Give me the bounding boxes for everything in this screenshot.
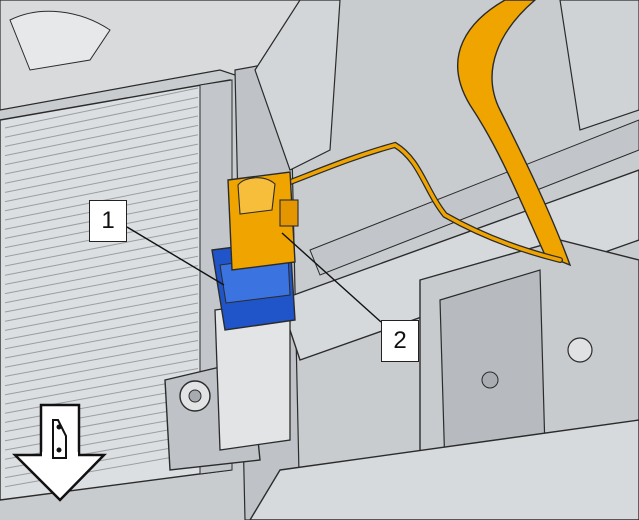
condenser-fin xyxy=(4,330,199,368)
condenser-fin xyxy=(4,321,199,359)
lower-panel xyxy=(249,419,639,520)
condenser-fin xyxy=(4,452,199,488)
condenser-fin xyxy=(4,293,199,331)
condenser-fin xyxy=(4,171,199,212)
frame-bolt-right xyxy=(567,337,593,363)
clamp-bolt-head xyxy=(188,389,202,403)
condenser-fin xyxy=(4,311,199,350)
condenser-fin xyxy=(4,106,199,147)
leader-line-1 xyxy=(126,226,225,286)
condenser-fin xyxy=(4,87,199,129)
callout-2: 2 xyxy=(381,320,419,362)
connector-latch xyxy=(279,199,299,227)
upper-bracket xyxy=(9,10,111,71)
condenser-fin xyxy=(4,339,199,377)
condenser-fin xyxy=(4,96,199,138)
condenser-fin xyxy=(4,283,199,322)
frame-hole xyxy=(481,371,499,389)
condenser-fin xyxy=(4,255,199,295)
condenser-fin xyxy=(4,349,199,387)
hood-latch-bracket xyxy=(254,0,341,171)
cross-tube-rear xyxy=(309,119,639,276)
condenser-fin xyxy=(4,134,199,175)
condenser-fin xyxy=(4,358,199,396)
condenser-fin xyxy=(4,115,199,157)
condenser-fin xyxy=(4,274,199,313)
callout-1: 1 xyxy=(89,200,127,242)
wiring-harness xyxy=(253,143,562,262)
condenser-fin xyxy=(4,246,199,285)
condenser-fin xyxy=(4,124,199,166)
condenser-fin xyxy=(4,405,199,442)
condenser-fin xyxy=(4,143,199,184)
condenser-fin xyxy=(4,237,199,276)
condenser-fin xyxy=(4,424,199,460)
condenser-fin xyxy=(4,368,199,405)
condenser-fin xyxy=(4,227,199,267)
front-direction-arrow-icon xyxy=(11,403,107,502)
condenser-fin xyxy=(4,265,199,304)
condenser-fin xyxy=(4,162,199,203)
upper-right-panel xyxy=(559,0,639,131)
condenser-fin xyxy=(4,414,199,451)
highlighted-hose xyxy=(457,0,572,267)
leader-line-2 xyxy=(281,232,382,323)
condenser-fin xyxy=(4,152,199,193)
condenser-fin xyxy=(4,302,199,341)
connector-plug-head xyxy=(237,177,276,215)
